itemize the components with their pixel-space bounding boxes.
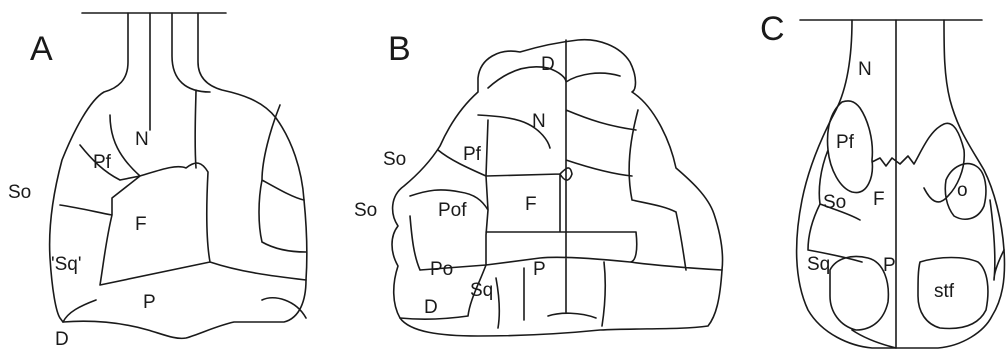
panel-b-label-pf: Pf xyxy=(463,144,482,165)
panel-a-label-d: D xyxy=(55,329,69,350)
panel-c: C N Pf o So F Sq P stf xyxy=(760,10,1005,348)
panel-c-label-stf: stf xyxy=(934,281,955,302)
panel-b-label-f: F xyxy=(525,194,537,215)
panel-b-label-po: Po xyxy=(430,259,453,280)
panel-a-label-sq: 'Sq' xyxy=(51,254,82,275)
panel-c-bones xyxy=(808,20,1004,348)
panel-c-label-n: N xyxy=(858,59,872,80)
panel-b-skull-outline xyxy=(392,40,723,336)
panel-c-label-o: o xyxy=(957,180,968,201)
panel-b-bones xyxy=(400,40,722,328)
panel-c-skull-outline xyxy=(797,20,1005,348)
panel-c-label-so: So xyxy=(823,192,846,213)
panel-c-label-p: P xyxy=(883,255,896,276)
panel-a-letter: A xyxy=(30,30,53,68)
panel-b-label-so-2: So xyxy=(354,200,377,221)
panel-b-label-d-bottom: D xyxy=(424,297,438,318)
panel-a-label-p: P xyxy=(143,292,156,313)
panel-a-label-n: N xyxy=(135,129,149,150)
panel-b-label-n: N xyxy=(532,111,546,132)
panel-b-label-pof: Pof xyxy=(438,200,467,221)
panel-b-letter: B xyxy=(388,30,411,68)
panel-b-label-d-top: D xyxy=(541,54,555,75)
panel-a: A N Pf So F 'Sq' P D xyxy=(8,13,307,350)
panel-b-label-so-1: So xyxy=(383,149,406,170)
panel-c-label-f: F xyxy=(873,189,885,210)
panel-a-skull-outline xyxy=(50,13,307,338)
panel-b: B D N So Pf So Pof F Po P Sq D xyxy=(354,30,723,336)
panel-c-letter: C xyxy=(760,10,785,48)
panel-a-label-f: F xyxy=(135,214,147,235)
panel-a-label-so: So xyxy=(8,182,31,203)
panel-b-label-sq: Sq xyxy=(470,280,493,301)
panel-c-label-pf: Pf xyxy=(836,132,855,153)
panel-b-label-p: P xyxy=(533,259,546,280)
panel-c-label-sq: Sq xyxy=(807,254,830,275)
panel-a-label-pf: Pf xyxy=(93,152,112,173)
